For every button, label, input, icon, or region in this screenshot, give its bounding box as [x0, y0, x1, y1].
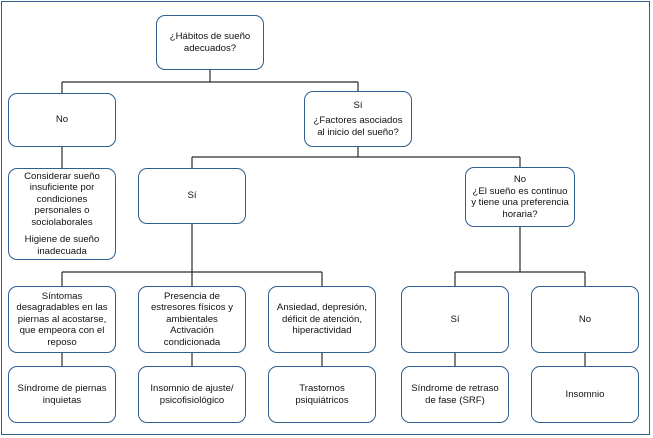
node-habitos-line2: adecuados? [183, 42, 237, 54]
node-piernas-inquietas: Síndrome de piernas inquietas [8, 366, 116, 423]
node-estresores-text2: Activación condicionada [163, 325, 221, 348]
node-si-mid: Sí [138, 168, 246, 224]
node-consider-text2: Higiene de sueño inadecuada [24, 234, 100, 257]
node-insomnio-text: Insomnio [565, 388, 605, 400]
node-consider: Considerar sueño insuficiente por condic… [8, 168, 116, 260]
node-sintomas: Síntomas desagradables en las piernas al… [8, 286, 116, 353]
node-ansiedad: Ansiedad, depresión, déficit de atención… [268, 286, 376, 353]
node-estresores-text: Presencia de estresores físicos y ambien… [150, 290, 234, 325]
node-retraso-text: Síndrome de retraso de fase (SRF) [411, 383, 499, 406]
node-no-right-label: No [578, 313, 592, 325]
node-insomnio-ajuste: Insomnio de ajuste/ psicofisiológico [138, 366, 246, 423]
node-si-factors-question: ¿Factores asociados al inicio del sueño? [313, 115, 403, 138]
node-piernas-text: Síndrome de piernas inquietas [17, 383, 107, 406]
node-insomnio: Insomnio [531, 366, 639, 423]
node-estresores: Presencia de estresores físicos y ambien… [138, 286, 246, 353]
node-psiquiatricos-text: Trastornos psiquiátricos [295, 383, 349, 406]
node-consider-text: Considerar sueño insuficiente por condic… [24, 170, 100, 228]
node-no-continuo-label: No [513, 174, 527, 185]
node-ajuste-text: Insomnio de ajuste/ psicofisiológico [150, 383, 234, 406]
node-si-factors-label: Sí [353, 99, 363, 111]
node-no-left: No [8, 93, 116, 147]
node-no-continuo-question: ¿El sueño es continuo y tiene una prefer… [471, 185, 569, 220]
node-si-factors: Sí ¿Factores asociados al inicio del sue… [304, 91, 412, 147]
node-habitos-line1: ¿Hábitos de sueño [169, 31, 251, 42]
node-no-continuo: No ¿El sueño es continuo y tiene una pre… [465, 167, 575, 227]
node-trastornos-psiquiatricos: Trastornos psiquiátricos [268, 366, 376, 423]
node-no-left-label: No [55, 114, 69, 126]
node-si-mid-label: Sí [187, 190, 197, 202]
node-si-right: Sí [401, 286, 509, 353]
node-no-right: No [531, 286, 639, 353]
node-si-right-label: Sí [450, 313, 460, 325]
node-habitos-question: ¿Hábitos de sueño adecuados? [156, 15, 264, 70]
node-sintomas-text: Síntomas desagradables en las piernas al… [16, 290, 108, 348]
node-retraso-fase: Síndrome de retraso de fase (SRF) [401, 366, 509, 423]
node-ansiedad-text: Ansiedad, depresión, déficit de atención… [276, 302, 368, 337]
